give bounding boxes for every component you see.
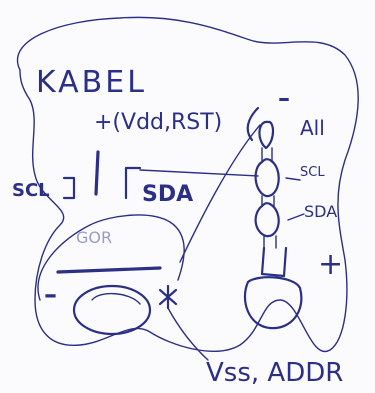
label-sda-right: SDA — [304, 202, 338, 221]
label-vdd-rst: +(Vdd,RST) — [94, 110, 223, 135]
connector-stack — [254, 120, 288, 278]
scl-bracket — [62, 176, 76, 200]
label-scl-right: SCL — [300, 165, 325, 180]
label-gor: GOR — [76, 228, 113, 247]
vss-leader-line — [167, 307, 209, 361]
label-top-right: All — [300, 116, 325, 140]
vertical-bar-left — [94, 150, 100, 196]
stack-spine — [261, 147, 277, 249]
label-vss-addr: Vss, ADDR — [206, 358, 344, 388]
sda-leader-line — [139, 169, 259, 177]
label-minus-left: – — [44, 280, 57, 310]
label-plus-right: + — [318, 247, 344, 282]
stack-base — [243, 276, 303, 330]
label-sda-left: SDA — [142, 182, 194, 207]
oval-component — [72, 284, 152, 336]
sda-bracket — [124, 166, 142, 200]
label-minus-top: – — [278, 84, 290, 112]
label-scl-left: SCL — [12, 180, 50, 201]
oval-inner-arc — [91, 293, 141, 305]
ground-bar — [56, 266, 162, 274]
outer-outline — [17, 16, 359, 353]
star-mark — [158, 284, 178, 310]
stack-left-bracket — [246, 106, 260, 142]
label-kabel: KABEL — [36, 65, 147, 100]
inner-loop — [37, 214, 185, 301]
scl-right-leader — [285, 177, 301, 181]
sda-right-leader — [287, 213, 305, 221]
